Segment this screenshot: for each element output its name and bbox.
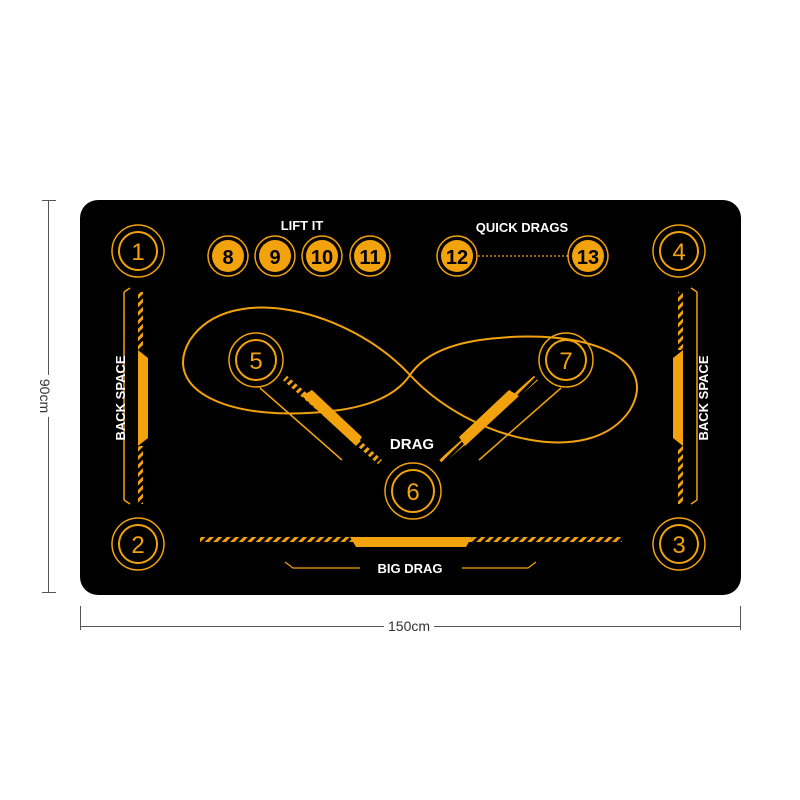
corner-target-2-label: 2 bbox=[131, 532, 144, 559]
height-dimension-label: 90cm bbox=[37, 374, 54, 418]
corner-target-2[interactable]: 2 bbox=[111, 517, 165, 571]
lift-target-10-label: 10 bbox=[311, 247, 333, 269]
lift-target-9-label: 9 bbox=[269, 247, 280, 269]
corner-target-3[interactable]: 3 bbox=[652, 517, 706, 571]
infinity-path bbox=[182, 306, 638, 444]
drag-arm-right bbox=[439, 375, 562, 465]
drag-target-5-label: 5 bbox=[249, 348, 262, 375]
quick-drags-label: QUICK DRAGS bbox=[476, 220, 569, 235]
width-dimension-label: 150cm bbox=[384, 618, 435, 634]
quick-drag-target-12-label: 12 bbox=[446, 247, 468, 269]
lift-target-11[interactable]: 11 bbox=[349, 235, 391, 277]
lift-target-11-label: 11 bbox=[359, 247, 380, 269]
lift-target-10[interactable]: 10 bbox=[301, 235, 343, 277]
lift-target-9[interactable]: 9 bbox=[254, 235, 296, 277]
big-drag-label: BIG DRAG bbox=[378, 561, 443, 576]
drag-target-5[interactable]: 5 bbox=[228, 332, 284, 388]
quick-drag-target-12[interactable]: 12 bbox=[436, 235, 478, 277]
lift-it-label: LIFT IT bbox=[281, 218, 324, 233]
back-space-right-frame bbox=[673, 287, 698, 505]
corner-target-3-label: 3 bbox=[672, 532, 685, 559]
height-dimension-cap-top bbox=[42, 200, 56, 201]
width-dimension-cap-right bbox=[740, 606, 741, 630]
drag-target-6[interactable]: 6 bbox=[384, 462, 442, 520]
mat-artwork: 1 4 2 3 5 7 6 8 9 bbox=[111, 218, 711, 576]
corner-target-4-label: 4 bbox=[672, 239, 685, 266]
drag-target-6-label: 6 bbox=[406, 479, 419, 506]
lift-target-8-label: 8 bbox=[222, 247, 233, 269]
back-space-left-frame bbox=[123, 287, 148, 505]
corner-target-4[interactable]: 4 bbox=[652, 224, 706, 278]
height-dimension-cap-bottom bbox=[42, 592, 56, 593]
corner-target-1[interactable]: 1 bbox=[111, 224, 165, 278]
back-space-right-label: BACK SPACE bbox=[696, 355, 711, 440]
drag-label: DRAG bbox=[390, 436, 434, 453]
quick-drag-target-13[interactable]: 13 bbox=[567, 235, 609, 277]
corner-target-1-label: 1 bbox=[131, 239, 144, 266]
drag-arm-left bbox=[259, 375, 382, 465]
width-dimension-cap-left bbox=[80, 606, 81, 630]
drag-target-7-label: 7 bbox=[559, 348, 572, 375]
quick-drag-target-13-label: 13 bbox=[577, 247, 599, 269]
drag-target-7[interactable]: 7 bbox=[538, 332, 594, 388]
back-space-left-label: BACK SPACE bbox=[113, 355, 128, 440]
big-drag-bar bbox=[200, 537, 622, 569]
mouse-mat: 1 4 2 3 5 7 6 8 9 bbox=[80, 200, 741, 595]
lift-target-8[interactable]: 8 bbox=[207, 235, 249, 277]
